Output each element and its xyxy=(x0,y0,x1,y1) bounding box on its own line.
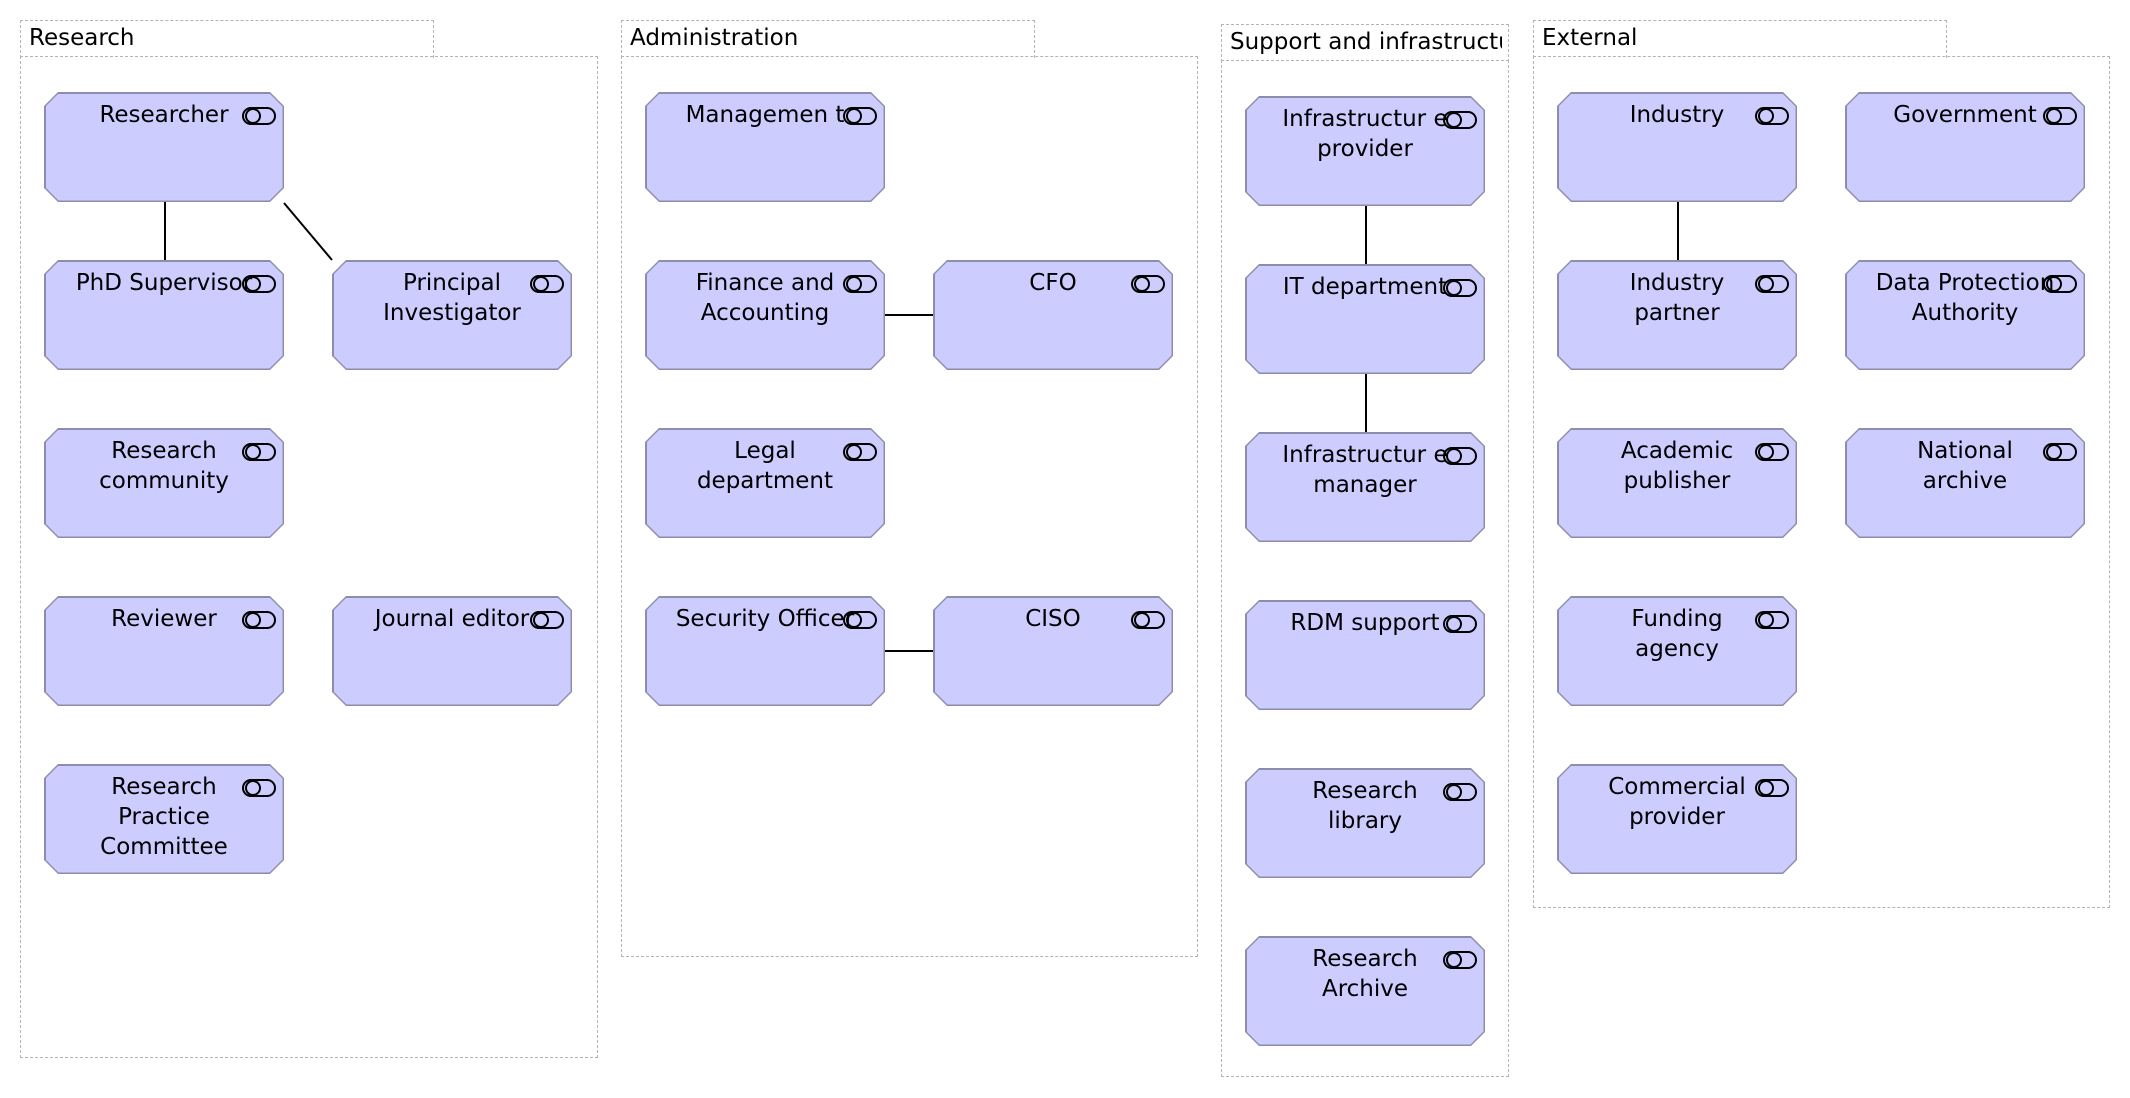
role-toggle-icon xyxy=(242,611,276,629)
group-label-external: External xyxy=(1542,25,1638,51)
group-external[interactable] xyxy=(1533,56,2110,908)
role-government[interactable]: Government xyxy=(1845,92,2085,202)
role-data-protection-authority[interactable]: Data Protection Authority xyxy=(1845,260,2085,370)
role-toggle-icon xyxy=(1443,615,1477,633)
role-funding-agency[interactable]: Funding agency xyxy=(1557,596,1797,706)
role-phd-supervisor[interactable]: PhD Supervisor xyxy=(44,260,284,370)
role-management[interactable]: Managemen t xyxy=(645,92,885,202)
role-toggle-icon xyxy=(843,107,877,125)
role-toggle-icon xyxy=(1755,611,1789,629)
role-reviewer[interactable]: Reviewer xyxy=(44,596,284,706)
group-tab-support[interactable]: Support and infrastructu xyxy=(1221,24,1509,62)
role-industry[interactable]: Industry xyxy=(1557,92,1797,202)
role-label: Researcher xyxy=(99,102,229,128)
role-label: Journal editor xyxy=(374,606,530,632)
role-research-practice-committee[interactable]: Research Practice Committee xyxy=(44,764,284,874)
group-label-support: Support and infrastructu xyxy=(1230,29,1502,55)
role-research-library[interactable]: Research library xyxy=(1245,768,1485,878)
role-label: Research Practice Committee xyxy=(100,774,228,860)
role-label: RDM support xyxy=(1290,610,1440,636)
role-label: Funding agency xyxy=(1631,606,1723,662)
group-tab-administration[interactable]: Administration xyxy=(621,20,1035,58)
role-national-archive[interactable]: National archive xyxy=(1845,428,2085,538)
role-label: Research Archive xyxy=(1312,946,1418,1002)
group-support[interactable] xyxy=(1221,60,1509,1077)
role-toggle-icon xyxy=(1755,107,1789,125)
role-label: Reviewer xyxy=(111,606,217,632)
role-toggle-icon xyxy=(242,779,276,797)
role-toggle-icon xyxy=(1443,783,1477,801)
role-industry-partner[interactable]: Industry partner xyxy=(1557,260,1797,370)
role-label: Industry partner xyxy=(1629,270,1725,326)
role-label: Principal Investigator xyxy=(383,270,521,326)
role-toggle-icon xyxy=(242,275,276,293)
role-label: Infrastructur e provider xyxy=(1282,106,1448,162)
group-administration[interactable] xyxy=(621,56,1198,957)
role-toggle-icon xyxy=(1755,443,1789,461)
role-research-archive[interactable]: Research Archive xyxy=(1245,936,1485,1046)
group-tab-external[interactable]: External xyxy=(1533,20,1947,58)
role-commercial-provider[interactable]: Commercial provider xyxy=(1557,764,1797,874)
role-toggle-icon xyxy=(843,611,877,629)
role-label: National archive xyxy=(1917,438,2013,494)
role-label: Legal department xyxy=(696,438,834,494)
role-toggle-icon xyxy=(242,443,276,461)
role-research-community[interactable]: Research community xyxy=(44,428,284,538)
role-toggle-icon xyxy=(2043,275,2077,293)
group-label-research: Research xyxy=(29,25,135,51)
role-toggle-icon xyxy=(2043,107,2077,125)
role-toggle-icon xyxy=(843,275,877,293)
group-tab-research[interactable]: Research xyxy=(20,20,434,58)
role-label: PhD Supervisor xyxy=(75,270,253,296)
role-label: Commercial provider xyxy=(1608,774,1746,830)
role-toggle-icon xyxy=(1755,779,1789,797)
role-infrastructure-manager[interactable]: Infrastructur e manager xyxy=(1245,432,1485,542)
role-researcher[interactable]: Researcher xyxy=(44,92,284,202)
group-research[interactable] xyxy=(20,56,598,1058)
role-toggle-icon xyxy=(843,443,877,461)
role-label: Finance and Accounting xyxy=(695,270,835,326)
role-label: Research library xyxy=(1312,778,1418,834)
role-principal-investigator[interactable]: Principal Investigator xyxy=(332,260,572,370)
role-label: Managemen t xyxy=(685,102,845,128)
role-infrastructure-provider[interactable]: Infrastructur e provider xyxy=(1245,96,1485,206)
role-label: Academic publisher xyxy=(1620,438,1734,494)
role-ciso[interactable]: CISO xyxy=(933,596,1173,706)
role-toggle-icon xyxy=(1131,611,1165,629)
role-cfo[interactable]: CFO xyxy=(933,260,1173,370)
role-toggle-icon xyxy=(1443,951,1477,969)
role-toggle-icon xyxy=(1443,111,1477,129)
role-toggle-icon xyxy=(1755,275,1789,293)
role-label: CFO xyxy=(1029,270,1077,296)
role-label: Security Officer xyxy=(675,606,855,632)
group-label-administration: Administration xyxy=(630,25,799,51)
role-rdm-support[interactable]: RDM support xyxy=(1245,600,1485,710)
role-label: Research community xyxy=(99,438,229,494)
role-label: IT department xyxy=(1282,274,1448,300)
role-toggle-icon xyxy=(530,611,564,629)
role-security-officer[interactable]: Security Officer xyxy=(645,596,885,706)
role-label: Infrastructur e manager xyxy=(1282,442,1448,498)
role-toggle-icon xyxy=(2043,443,2077,461)
role-toggle-icon xyxy=(1443,447,1477,465)
role-academic-publisher[interactable]: Academic publisher xyxy=(1557,428,1797,538)
role-toggle-icon xyxy=(1443,279,1477,297)
role-finance-accounting[interactable]: Finance and Accounting xyxy=(645,260,885,370)
role-label: Government xyxy=(1893,102,2037,128)
role-label: Industry xyxy=(1629,102,1725,128)
role-journal-editor[interactable]: Journal editor xyxy=(332,596,572,706)
role-label: Data Protection Authority xyxy=(1875,270,2055,326)
role-toggle-icon xyxy=(530,275,564,293)
role-it-department[interactable]: IT department xyxy=(1245,264,1485,374)
role-toggle-icon xyxy=(1131,275,1165,293)
role-toggle-icon xyxy=(242,107,276,125)
role-legal-department[interactable]: Legal department xyxy=(645,428,885,538)
role-label: CISO xyxy=(1025,606,1081,632)
